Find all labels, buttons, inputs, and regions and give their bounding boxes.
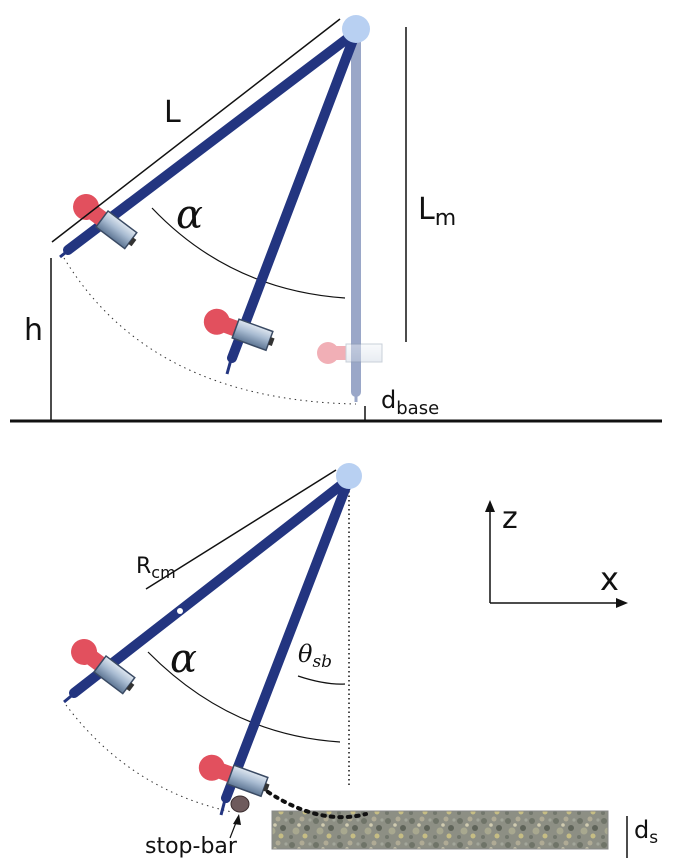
rock-sample <box>271 810 609 850</box>
swing-path-dotted <box>63 257 357 405</box>
alpha-label-top: α <box>176 192 203 238</box>
alpha-label-bottom: α <box>170 636 197 682</box>
stopped-arm-tip <box>219 795 228 816</box>
raised-arm-tip <box>59 247 71 259</box>
pivot-circle-top <box>342 15 370 43</box>
middle-arm <box>227 27 361 363</box>
top-panel: L α Lm h dbase <box>10 15 662 423</box>
swing-path-dotted-bottom <box>65 704 233 813</box>
theta-arc <box>297 675 346 685</box>
stopped-lamp-icon <box>194 750 274 802</box>
alpha-arc <box>151 207 346 299</box>
axis-z-label: z <box>502 501 518 536</box>
axis-x-label: x <box>600 560 619 598</box>
sample-gap-sub: s <box>649 828 658 848</box>
stop-bar-icon <box>230 795 250 813</box>
stop-angle-sub: sb <box>312 652 332 672</box>
stop-angle-main: θ <box>298 640 313 668</box>
sample-gap-label: ds <box>634 816 658 848</box>
com-radius-label: Rcm <box>136 554 176 582</box>
axes-icon <box>485 500 628 608</box>
mount-length-sub: m <box>435 206 456 231</box>
com-radius-sub: cm <box>151 563 175 582</box>
mount-length-main: L <box>418 192 435 227</box>
sample-gap-main: d <box>634 816 649 844</box>
com-radius-main: R <box>136 554 151 579</box>
base-gap-label: dbase <box>381 386 439 419</box>
raised-arm <box>63 27 361 255</box>
pivot-circle-bottom <box>336 463 362 489</box>
length-label: L <box>164 95 181 130</box>
center-of-mass-dot <box>177 608 183 614</box>
middle-arm-tip <box>225 355 234 375</box>
length-dimension-line <box>51 18 341 243</box>
base-gap-main: d <box>381 386 396 414</box>
ghost-lamp-icon <box>317 342 383 364</box>
base-gap-sub: base <box>396 398 439 419</box>
com-radius-line <box>145 469 337 590</box>
stop-angle-label: θsb <box>298 640 332 672</box>
raised-arm-tip-bottom <box>63 690 77 704</box>
bottom-panel: Rcm α θsb z x stop-bar ds <box>63 463 658 859</box>
mount-length-label: Lm <box>418 192 456 231</box>
stopped-arm <box>221 474 354 803</box>
height-label: h <box>24 313 43 348</box>
alpha-arc-bottom <box>147 651 341 743</box>
raised-arm-bottom <box>69 474 354 698</box>
stop-bar-arrowhead <box>233 814 241 825</box>
stop-bar-label: stop-bar <box>145 834 238 859</box>
lamp-cable <box>266 790 368 820</box>
